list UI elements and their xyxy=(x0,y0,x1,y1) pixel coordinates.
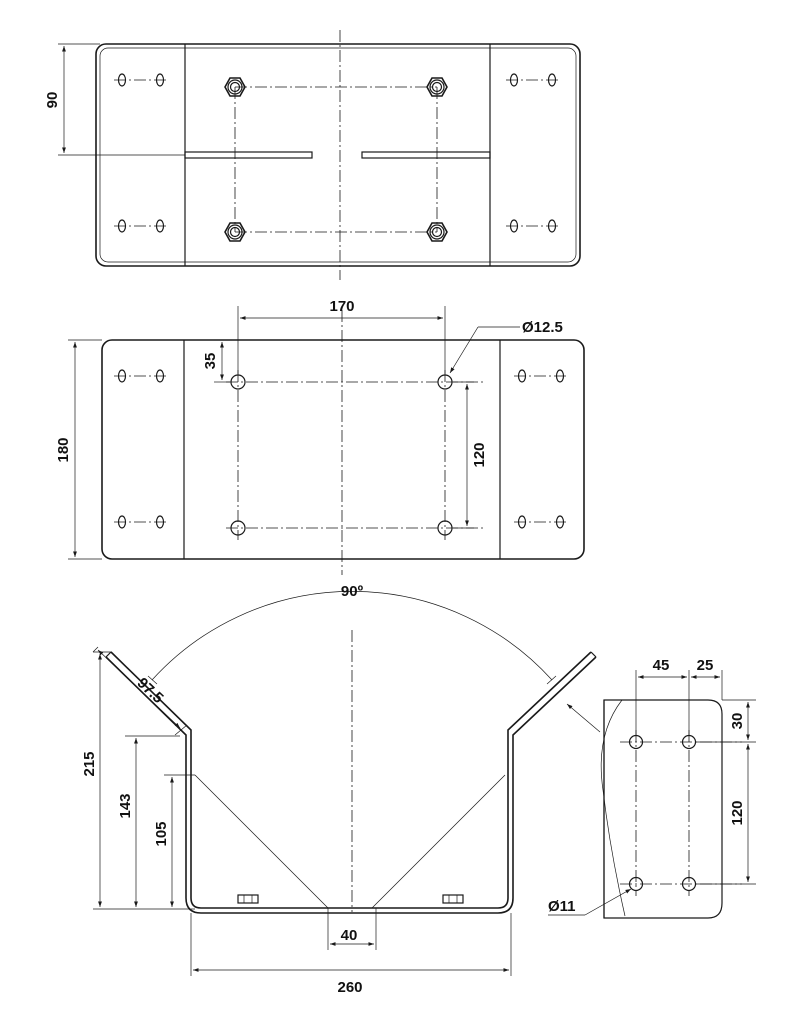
angle-90: 90º xyxy=(341,583,364,600)
top-view-nut xyxy=(224,77,246,97)
dimension-105: 105 xyxy=(153,821,170,846)
dimension-120-plan: 120 xyxy=(471,442,488,467)
dimension-40: 40 xyxy=(341,927,358,944)
dimension-143: 143 xyxy=(117,793,134,818)
side-view-bolt xyxy=(442,894,464,904)
dimension-215: 215 xyxy=(81,751,98,776)
dimension-260: 260 xyxy=(337,979,362,996)
top-view-flange-holes xyxy=(114,73,560,233)
dimension-120-detail: 120 xyxy=(729,800,746,825)
dimension-170: 170 xyxy=(329,298,354,315)
dimension-25: 25 xyxy=(697,657,714,674)
top-view-slot-right xyxy=(361,151,491,159)
detail-view-plate xyxy=(603,699,723,919)
top-view-nut xyxy=(426,222,448,242)
hole-diameter-11: Ø11 xyxy=(548,898,576,915)
top-view-nut xyxy=(224,222,246,242)
side-view-bolt xyxy=(237,894,259,904)
bracket-profile-outer xyxy=(110,651,592,909)
dimension-35: 35 xyxy=(202,353,219,370)
dimension-30: 30 xyxy=(729,713,746,730)
detail-view-hole xyxy=(628,876,644,892)
plan-view-hole xyxy=(230,520,246,536)
plan-view: 170 Ø12.5 35 120 180 xyxy=(55,298,585,575)
plan-view-hole xyxy=(230,374,246,390)
top-view-slot-left xyxy=(184,151,313,159)
hole-diameter-12-5: Ø12.5 xyxy=(522,319,563,336)
plan-view-hole xyxy=(437,374,453,390)
dimension-180: 180 xyxy=(55,437,72,462)
plan-view-flange-holes xyxy=(114,369,568,529)
bracket-profile-inner xyxy=(105,656,597,914)
detail-view: 45 25 30 120 Ø11 xyxy=(548,657,756,919)
angle-arc xyxy=(151,591,553,681)
top-view-nut xyxy=(426,77,448,97)
side-view: 90º 97.5 215 143 xyxy=(81,583,597,996)
plan-view-outline xyxy=(101,339,585,560)
plan-view-hole xyxy=(437,520,453,536)
top-view: 90 xyxy=(44,30,581,280)
dimension-45: 45 xyxy=(653,657,670,674)
dimension-90: 90 xyxy=(44,92,61,109)
